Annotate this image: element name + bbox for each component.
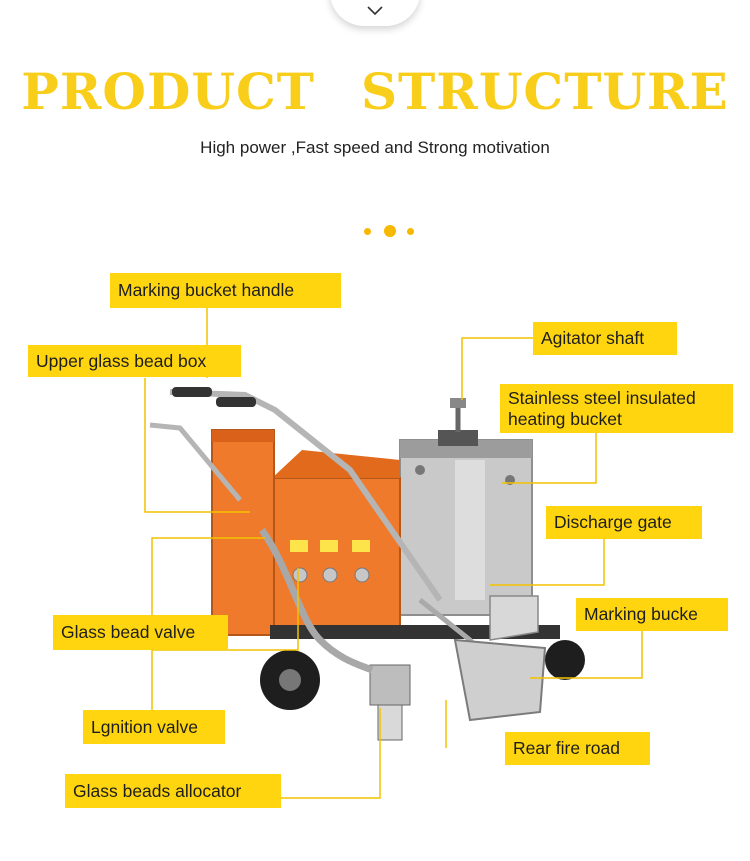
title-word-structure: STRUCTURE (360, 62, 729, 121)
leader-bead-valve (151, 537, 265, 616)
label-glass-bead-valve: Glass bead valve (53, 615, 228, 650)
page-subtitle: High power ,Fast speed and Strong motiva… (200, 138, 550, 157)
label-agitator-shaft: Agitator shaft (533, 322, 677, 355)
leader-marking (530, 630, 643, 679)
decorative-dots (364, 224, 424, 238)
label-stainless-steel-heating-bucket: Stainless steel insulated heating bucket (500, 384, 733, 433)
dot-right (407, 228, 414, 235)
page-title: PRODUCT STRUCTURE (0, 62, 750, 121)
label-ignition-valve: Lgnition valve (83, 710, 225, 744)
title-word-product: PRODUCT (21, 62, 315, 121)
label-discharge-gate: Discharge gate (546, 506, 702, 539)
leader-allocator (280, 708, 381, 799)
leader-bead-box (144, 378, 250, 513)
label-marking-bucket-handle: Marking bucket handle (110, 273, 341, 308)
leader-discharge (490, 538, 605, 586)
label-upper-glass-bead-box: Upper glass bead box (28, 345, 241, 377)
label-rear-fire-road: Rear fire road (505, 732, 650, 765)
dot-center (384, 225, 396, 237)
label-marking-bucke: Marking bucke (576, 598, 728, 631)
leader-ignition (151, 568, 299, 710)
label-glass-beads-allocator: Glass beads allocator (65, 774, 281, 808)
leader-agitator (461, 337, 534, 400)
dot-left (364, 228, 371, 235)
chevron-down-icon (367, 6, 383, 16)
leader-heating-bucket (502, 432, 597, 484)
